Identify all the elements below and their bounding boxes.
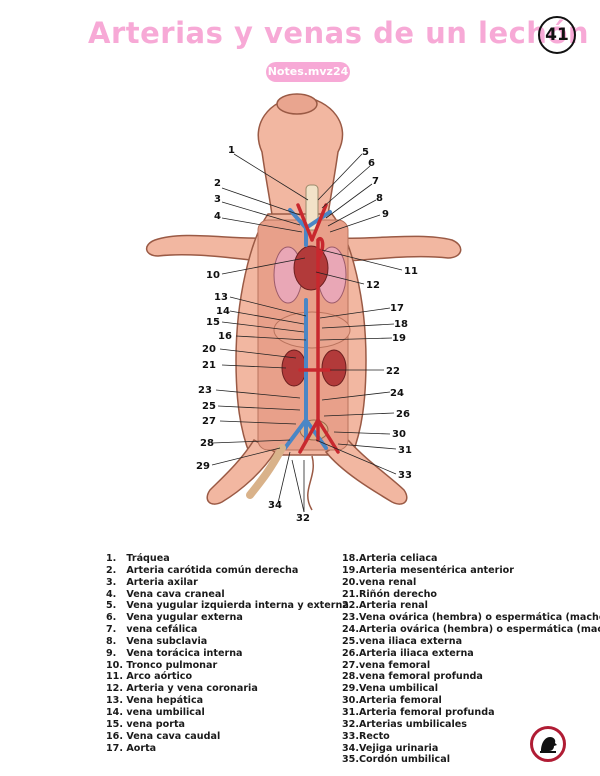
legend-item: 18.Arteria celiaca: [342, 553, 438, 564]
credit-badge: Notes.mvz24: [266, 62, 350, 82]
callout-21: 21: [202, 360, 216, 371]
piglet-foreleg-right: [329, 235, 462, 263]
legend-item: 7. vena cefálica: [106, 624, 198, 636]
logo-mark-icon: [540, 737, 557, 753]
legend-item: 4. Vena cava craneal: [106, 588, 225, 600]
legend-item: 29.Vena umbilical: [342, 683, 439, 695]
trachea: [305, 184, 319, 231]
legend-left-column: 1. Tráquea 2. Arteria carótida común der…: [106, 553, 349, 754]
callout-28: 28: [200, 438, 214, 449]
legend-item: 6. Vena yugular externa: [106, 612, 243, 624]
callout-30: 30: [392, 429, 406, 440]
callout-8: 8: [376, 193, 383, 204]
callout-18: 18: [394, 319, 408, 330]
callout-34: 34: [268, 500, 282, 511]
arteries: [296, 203, 340, 454]
callout-9: 9: [382, 209, 389, 220]
callout-26: 26: [396, 409, 410, 420]
legend-item: 31.Arteria femoral profunda: [342, 706, 495, 718]
callout-32: 32: [296, 513, 310, 524]
legend-item: 9. Vena torácica interna: [106, 647, 243, 659]
legend-item: 1. Tráquea: [106, 553, 170, 564]
legend-item: 33.Recto: [342, 730, 390, 742]
brand-logo: [530, 726, 566, 762]
legend-item: 8. Vena subclavia: [106, 635, 208, 647]
callout-31: 31: [398, 445, 412, 456]
callout-13: 13: [214, 292, 228, 303]
piglet-foreleg-left: [146, 234, 273, 263]
legend-item: 25.vena iliaca externa: [342, 635, 463, 647]
legend-item: 2. Arteria carótida común derecha: [106, 564, 299, 576]
callout-14: 14: [216, 306, 230, 317]
legend-item: 22.Arteria renal: [342, 600, 428, 612]
legend-item: 5. Vena yugular izquierda interna y exte…: [106, 600, 349, 612]
piglet-anatomy-diagram: 1 2 3 4 5 6 7 8 9 10 11 12 13 14 15 16 1…: [146, 93, 462, 524]
piglet-snout: [276, 93, 318, 115]
legend-item: 19.Arteria mesentérica anterior: [342, 564, 514, 576]
callout-10: 10: [206, 270, 220, 281]
legend-item: 35.Cordón umbilical: [342, 754, 451, 766]
legend-item: 21.Riñón derecho: [342, 588, 437, 600]
callout-3: 3: [214, 194, 221, 205]
callout-27: 27: [202, 416, 216, 427]
callout-11: 11: [404, 266, 418, 277]
legend-item: 16. Vena cava caudal: [106, 730, 221, 742]
callout-16: 16: [218, 331, 232, 342]
vena-iliaca: [283, 418, 328, 450]
leader-lines: [211, 153, 403, 513]
callout-12: 12: [366, 280, 380, 291]
callout-2: 2: [214, 178, 221, 189]
callout-20: 20: [202, 344, 216, 355]
page-number-badge: 41: [538, 16, 576, 54]
piglet-hindleg-left: [206, 438, 277, 505]
callout-25: 25: [202, 401, 216, 412]
callout-33: 33: [398, 470, 412, 481]
legend-item: 20.vena renal: [342, 576, 417, 588]
piglet-hindleg-right: [324, 439, 408, 505]
page-title: Arterias y venas de un lechón: [88, 16, 590, 50]
legend-item: 15. vena porta: [106, 718, 185, 730]
legend-right-column: 18.Arteria celiaca 19.Arteria mesentéric…: [342, 553, 600, 766]
kidney-left: [321, 349, 347, 387]
legend-item: 32.Arterias umbilicales: [342, 718, 468, 730]
callout-5: 5: [362, 147, 369, 158]
piglet-tail: [307, 455, 314, 511]
legend-item: 27.vena femoral: [342, 659, 431, 671]
arteria-iliaca: [298, 418, 340, 454]
callout-7: 7: [372, 176, 379, 187]
callout-17: 17: [390, 303, 404, 314]
legend-item: 17. Aorta: [106, 742, 157, 754]
callout-15: 15: [206, 317, 220, 328]
callout-6: 6: [368, 158, 375, 169]
legend-item: 3. Arteria axilar: [106, 576, 198, 588]
callout-4: 4: [214, 211, 221, 222]
legend-item: 34.Vejiga urinaria: [342, 742, 439, 754]
legend-item: 28.vena femoral profunda: [342, 671, 483, 683]
legend-item: 11. Arco aórtico: [106, 671, 193, 683]
callout-22: 22: [386, 366, 400, 377]
arteria-carotida: [296, 203, 328, 242]
legend-item: 10. Tronco pulmonar: [106, 659, 218, 671]
legend-item: 23.Vena ovárica (hembra) o espermática (…: [342, 612, 600, 624]
legend-item: 13. Vena hepática: [106, 695, 204, 707]
legend-item: 12. Arteria y vena coronaria: [106, 683, 258, 695]
callout-1: 1: [228, 145, 235, 156]
legend-item: 24.Arteria ovárica (hembra) o espermátic…: [342, 624, 600, 636]
umbilical-cord: [246, 444, 286, 499]
callout-29: 29: [196, 461, 210, 472]
aorta: [316, 237, 325, 442]
legend-item: 26.Arteria iliaca externa: [342, 647, 474, 659]
callout-23: 23: [198, 385, 212, 396]
callout-19: 19: [392, 333, 406, 344]
legend-item: 30.Arteria femoral: [342, 695, 442, 707]
piglet-head: [257, 95, 344, 216]
callout-24: 24: [390, 388, 404, 399]
legend-item: 14. vena umbilical: [106, 706, 205, 718]
